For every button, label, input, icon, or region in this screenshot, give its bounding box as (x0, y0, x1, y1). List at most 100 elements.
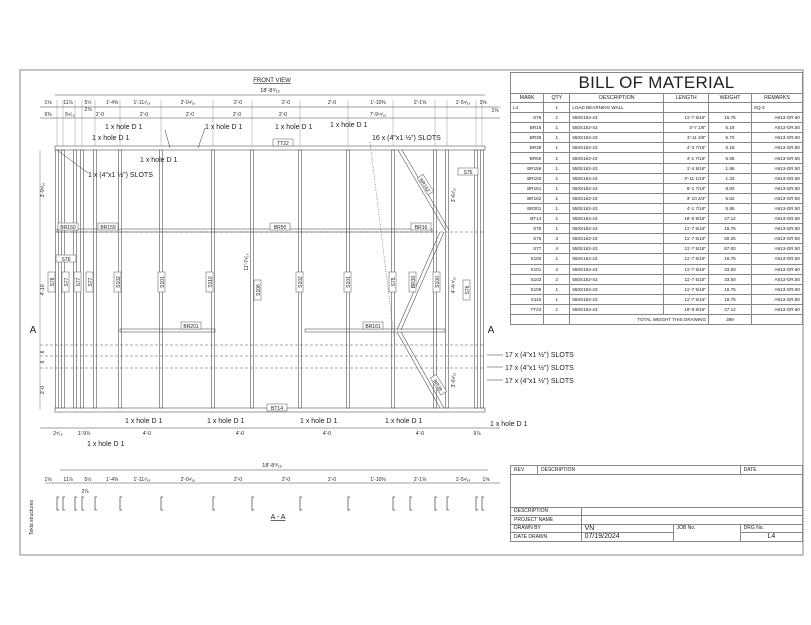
description: 550S162-43 (569, 273, 665, 285)
dim: 1'-5⁹⁄₁₆ (456, 100, 471, 106)
qty: 1 (543, 101, 571, 114)
member-label: BR160 (60, 225, 76, 231)
member-tag-box (457, 167, 479, 176)
col-length: LENGTH (663, 93, 710, 103)
member-tag: BR16 (410, 222, 432, 231)
weight: 33.50 (708, 263, 752, 275)
section-marker-right: A (488, 325, 495, 336)
member-tag-box (113, 271, 122, 293)
length: 0'-11 1/16" (663, 172, 710, 184)
mark: BR201 (509, 202, 545, 215)
mark: S77 (509, 243, 545, 255)
member-tag: BR201 (180, 321, 202, 330)
slot-callout: 1 x (4"x1 ½") SLOTS (88, 171, 153, 179)
dim: 4'-0 (416, 431, 424, 437)
length: 4'-1 7/16" (663, 152, 710, 164)
dim: 4'-0 (143, 431, 151, 437)
length: 11'-7 5/16" (663, 293, 710, 305)
member-tag: BT14 (266, 403, 288, 412)
length: 11'-7 5/16" (663, 263, 710, 275)
weight: 5.18 (708, 122, 752, 134)
stud-profile (409, 496, 412, 511)
remarks: SQ-2 (750, 101, 804, 114)
dim: 2⁵⁄₁₆ (53, 431, 62, 437)
weight: 16.75 (708, 253, 752, 265)
member-tag-box (462, 279, 471, 301)
member-tag: S102 (113, 271, 122, 293)
weight: 33.50 (708, 273, 752, 285)
remarks: A913-GR.50 (750, 253, 804, 265)
member-tag: BR160 (57, 222, 79, 231)
dim: 2⅞ (85, 107, 93, 113)
description: LOAD BEARNING WALL (569, 101, 665, 114)
member-label: S110 (208, 276, 214, 288)
dim: 2'-0 (328, 100, 336, 106)
dim: 2'-0 (279, 112, 287, 118)
description: 550S162-43 (569, 122, 665, 134)
qty: 1 (543, 182, 571, 194)
dim: 2'-0⁹⁄₁₆ (181, 477, 196, 483)
qty: 1 (543, 142, 571, 154)
remarks: A913-GR.50 (750, 172, 804, 184)
dim: 6 (40, 350, 46, 353)
member-label: S101 (346, 276, 352, 288)
member-tag: S102 (295, 271, 304, 293)
dim: 1⅝ (45, 477, 53, 483)
hole-callout: 1 x hole D 1 (105, 124, 142, 131)
description: 550S162-43 (569, 202, 665, 215)
revision-area (510, 473, 803, 508)
stud-profile (119, 496, 122, 511)
dim: 5½ (85, 476, 93, 483)
member-tag: S76 (55, 254, 77, 263)
section-overall-dim: 18'-8⁹⁄₁₆ (262, 462, 281, 469)
member-label: S77 (76, 277, 82, 286)
hole-callout: 1 x hole D 1 (87, 441, 124, 448)
dim: 2'-1⅝ (414, 100, 427, 106)
qty: 1 (543, 112, 571, 124)
member-label: BR16 (415, 225, 428, 231)
member-label: S102 (298, 276, 304, 288)
mark: BR39 (509, 142, 545, 154)
qty: 1 (543, 213, 571, 225)
member-tag-box (432, 271, 441, 293)
weight: 16.75 (708, 293, 752, 305)
member-label: BR50 (274, 225, 287, 231)
dim: 5⁹⁄₁₆ (65, 112, 74, 118)
qty: 1 (543, 192, 571, 204)
qty: 2 (543, 263, 571, 275)
dim: 1'-10⅜ (370, 477, 386, 483)
dim: 11'-7⁵⁄₁₆ (244, 253, 250, 270)
hole-callout: 1 x hole D 1 (385, 418, 422, 425)
member-label: BR162 (418, 177, 431, 193)
member-tag-box (388, 271, 397, 293)
length: 4'-3 7/16" (663, 142, 710, 154)
length: 3'-10 3/4" (663, 192, 710, 204)
dim: 2'-0 (40, 386, 46, 394)
mark: S110 (509, 293, 545, 305)
left-dims: 3'-9⁵⁄₁₆ 4'-10 6 6 2'-0 11'-7⁵⁄₁₆ 3'-6⁷⁄… (40, 183, 457, 394)
description: 550S162-43 (569, 132, 665, 144)
mark: BR161 (509, 182, 545, 194)
overall-dim: 18'-8⁹⁄₁₆ (260, 87, 279, 94)
member-tag: S77 (61, 271, 70, 293)
weight: 6.18 (708, 142, 752, 154)
dim: 1'-9⅞ (78, 431, 91, 437)
stud-profile (81, 496, 84, 511)
dim: 11⅞ (63, 477, 73, 483)
dim: 4'-4¹⁵⁄₁₆ (451, 277, 457, 293)
description: 550S162-43 (569, 162, 665, 174)
member-tag: S75 (388, 271, 397, 293)
drg-no-value: L4 (739, 532, 804, 542)
member-tag: BR159 (97, 222, 119, 231)
member-tag-box (408, 271, 417, 293)
mark: BR160 (509, 172, 545, 184)
member-label: S76 (62, 257, 71, 263)
total-label: TOTAL WEIGHT THIS DRAWING (569, 313, 710, 326)
weight: 16.75 (708, 223, 752, 235)
